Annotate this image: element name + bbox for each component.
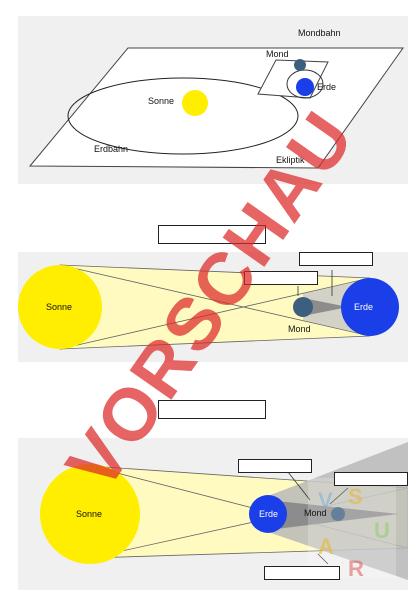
sun xyxy=(40,464,140,564)
label-sonne: Sonne xyxy=(46,302,73,312)
answer-box-right[interactable] xyxy=(299,252,373,266)
solar-eclipse-panel: Sonne Erde Mond xyxy=(18,252,408,362)
solar-eclipse-svg xyxy=(18,264,399,350)
ecliptic-plane xyxy=(28,47,404,169)
logo-overlay: V S U A R xyxy=(308,478,396,581)
moon xyxy=(331,507,345,521)
svg-text:V: V xyxy=(318,488,333,513)
svg-text:A: A xyxy=(318,534,334,559)
earth-orbit xyxy=(67,77,299,155)
orbit-diagram-svg xyxy=(28,47,404,169)
svg-text:R: R xyxy=(348,556,364,581)
label-erde: Erde xyxy=(259,509,279,519)
label-sonne: Sonne xyxy=(148,96,175,106)
moon xyxy=(293,297,313,317)
pointer-line-3 xyxy=(317,553,329,565)
answer-box-penumbra[interactable] xyxy=(334,472,408,486)
earth xyxy=(341,278,399,336)
answer-box-title-2[interactable] xyxy=(158,225,266,244)
label-mond: Mond xyxy=(304,508,327,518)
label-mond: Mond xyxy=(288,324,311,334)
svg-text:U: U xyxy=(374,518,390,543)
answer-box-umbra[interactable] xyxy=(238,459,312,473)
label-ekliptik: Ekliptik xyxy=(276,155,305,165)
orbit-diagram-panel: Mondbahn Mond Sonne Erde Erdbahn Eklipti… xyxy=(18,16,408,184)
sun xyxy=(18,265,102,349)
moon xyxy=(294,59,306,71)
earth xyxy=(249,495,287,533)
answer-box-left[interactable] xyxy=(244,271,318,285)
label-sonne: Sonne xyxy=(76,509,103,519)
umbra xyxy=(303,298,348,316)
label-mond: Mond xyxy=(266,49,289,59)
label-erde: Erde xyxy=(317,82,337,92)
moon-orbit xyxy=(286,69,324,99)
cross-ray-2 xyxy=(59,277,371,350)
label-mondbahn: Mondbahn xyxy=(298,28,341,38)
pointer-line-1 xyxy=(287,471,311,501)
earth xyxy=(296,78,314,96)
svg-text:S: S xyxy=(348,484,363,509)
pointer-line-2 xyxy=(329,487,349,505)
answer-box-title-3[interactable] xyxy=(158,400,266,419)
label-erdbahn: Erdbahn xyxy=(94,144,129,154)
lunar-eclipse-panel: V S U A R Sonne Erde Mond xyxy=(18,438,408,590)
label-erde: Erde xyxy=(354,302,374,312)
sun xyxy=(182,90,208,116)
answer-box-bottom[interactable] xyxy=(264,566,340,580)
cross-ray-1 xyxy=(59,264,371,337)
